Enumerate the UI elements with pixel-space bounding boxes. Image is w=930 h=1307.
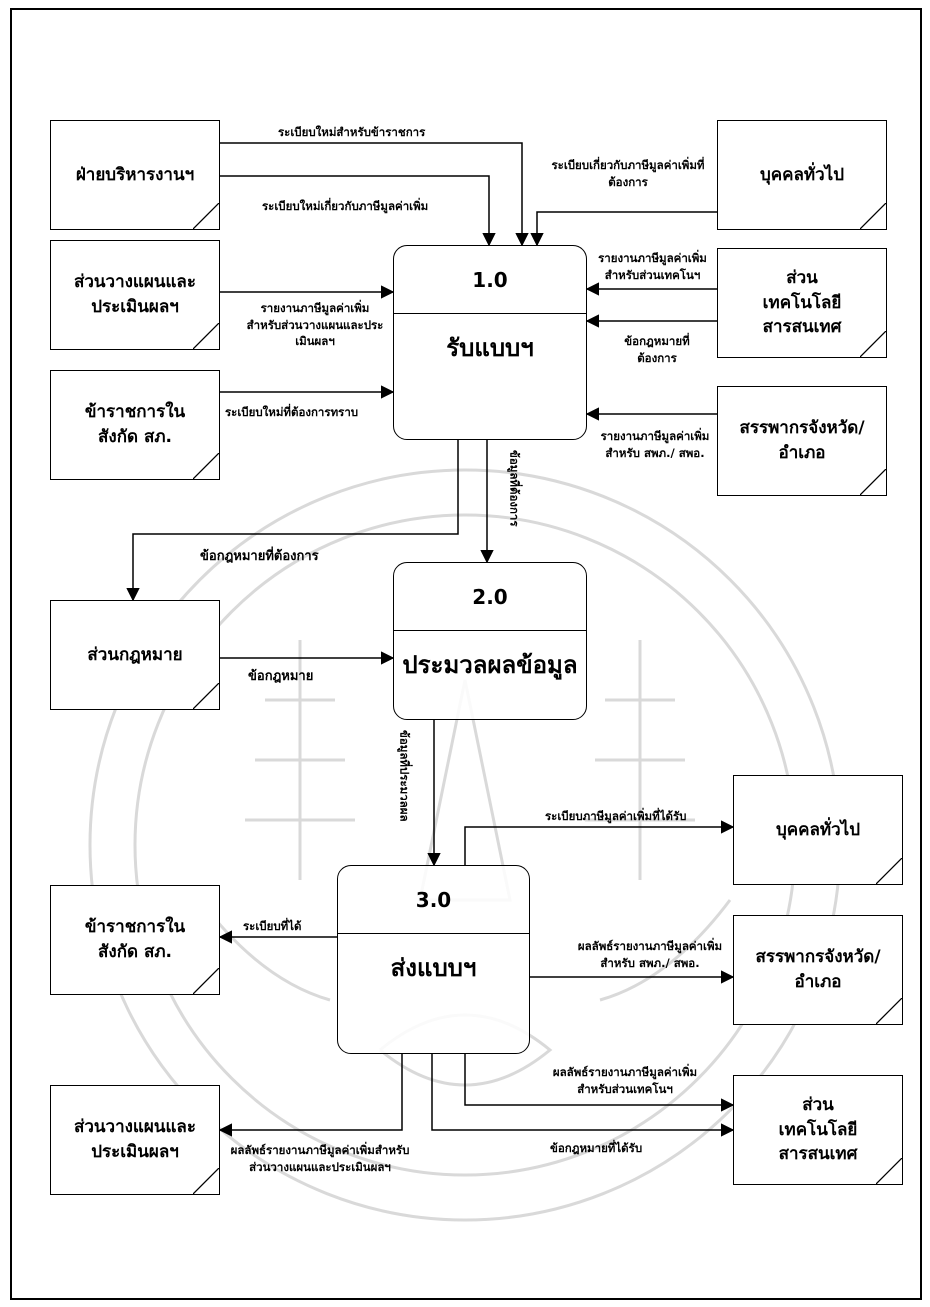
entity-planning-top-label: ส่วนวางแผนและประเมินผลฯ <box>74 272 196 317</box>
flow-label-p3-it-a: ผลลัพธ์รายงานภาษีมูลค่าเพิ่มสำหรับส่วนเท… <box>552 1065 698 1096</box>
process-1-name: รับแบบฯ <box>446 333 534 362</box>
flow-label-p3-planning: ผลลัพธ์รายงานภาษีมูลค่าเพิ่มสำหรับส่วนวา… <box>230 1143 410 1174</box>
entity-planning-bottom: ส่วนวางแผนและประเมินผลฯ <box>50 1085 220 1195</box>
entity-public-top-label: บุคคลทั่วไป <box>759 164 845 185</box>
page-frame <box>10 8 922 1300</box>
entity-public-top: บุคคลทั่วไป <box>717 120 887 230</box>
flow-label-officials-1: ระเบียบใหม่ที่ต้องการทราบ <box>225 405 359 419</box>
corner-mark-icon <box>860 331 886 357</box>
process-3-send: 3.0 ส่งแบบฯ <box>337 865 530 1054</box>
entity-revenue-bottom-label: สรรพากรจังหวัด/อำเภอ <box>755 947 881 992</box>
corner-mark-icon <box>193 683 219 709</box>
entity-legal: ส่วนกฎหมาย <box>50 600 220 710</box>
entity-public-bottom: บุคคลทั่วไป <box>733 775 903 885</box>
entity-officials-top: ข้าราชการในสังกัด สภ. <box>50 370 220 480</box>
process-3-divider <box>338 933 529 934</box>
entity-it-top-label: ส่วนเทคโนโลยีสารสนเทศ <box>762 268 842 338</box>
entity-officials-bottom-label: ข้าราชการในสังกัด สภ. <box>84 917 186 962</box>
process-3-name: ส่งแบบฯ <box>390 953 477 982</box>
process-2-id: 2.0 <box>472 584 508 609</box>
entity-revenue-top-label: สรรพากรจังหวัด/อำเภอ <box>739 418 865 463</box>
entity-revenue-bottom: สรรพากรจังหวัด/อำเภอ <box>733 915 903 1025</box>
process-2-divider <box>394 630 586 631</box>
corner-mark-icon <box>193 1168 219 1194</box>
corner-mark-icon <box>876 998 902 1024</box>
process-3-id: 3.0 <box>415 887 452 912</box>
entity-officials-bottom: ข้าราชการในสังกัด สภ. <box>50 885 220 995</box>
process-1-id: 1.0 <box>472 267 508 292</box>
entity-it-bottom-label: ส่วนเทคโนโลยีสารสนเทศ <box>778 1095 858 1165</box>
entity-it-bottom: ส่วนเทคโนโลยีสารสนเทศ <box>733 1075 903 1185</box>
flow-label-p1-p2: ข้อมูลที่ต้องการ <box>507 450 522 527</box>
process-1-receive: 1.0 รับแบบฯ <box>393 245 587 440</box>
entity-legal-label: ส่วนกฎหมาย <box>87 644 183 665</box>
corner-mark-icon <box>860 203 886 229</box>
flow-label-p1-legal: ข้อกฎหมายที่ต้องการ <box>200 549 319 564</box>
entity-admin: ฝ่ายบริหารงานฯ <box>50 120 220 230</box>
flow-label-public-1: ระเบียบเกี่ยวกับภาษีมูลค่าเพิ่มที่ต้องกา… <box>551 158 705 189</box>
corner-mark-icon <box>193 323 219 349</box>
flow-label-p3-officials: ระเบียบที่ได้ <box>243 919 302 933</box>
entity-planning-bottom-label: ส่วนวางแผนและประเมินผลฯ <box>74 1117 196 1162</box>
flow-label-admin-1: ระเบียบใหม่สำหรับข้าราชการ <box>278 125 426 139</box>
entity-revenue-top: สรรพากรจังหวัด/อำเภอ <box>717 386 887 496</box>
flow-label-p3-public: ระเบียบภาษีมูลค่าเพิ่มที่ได้รับ <box>545 809 687 823</box>
flow-label-it-1a: รายงานภาษีมูลค่าเพิ่มสำหรับส่วนเทคโนฯ <box>598 251 707 282</box>
flow-label-p3-it-b: ข้อกฎหมายที่ได้รับ <box>550 1141 643 1155</box>
flow-label-it-1b: ข้อกฎหมายที่ต้องการ <box>624 334 690 365</box>
flow-label-legal-p2: ข้อกฎหมาย <box>248 669 314 684</box>
entity-public-bottom-label: บุคคลทั่วไป <box>775 819 861 840</box>
entity-admin-label: ฝ่ายบริหารงานฯ <box>75 164 195 185</box>
corner-mark-icon <box>876 858 902 884</box>
flow-label-p2-p3: ข้อมูลที่ประมวลผล <box>397 730 412 822</box>
corner-mark-icon <box>193 203 219 229</box>
corner-mark-icon <box>193 968 219 994</box>
corner-mark-icon <box>193 453 219 479</box>
corner-mark-icon <box>876 1158 902 1184</box>
flow-label-revenue-1: รายงานภาษีมูลค่าเพิ่มสำหรับ สพภ./ สพอ. <box>600 429 710 460</box>
flow-label-planning-1: รายงานภาษีมูลค่าเพิ่มสำหรับส่วนวางแผนและ… <box>246 301 384 349</box>
flow-label-p3-revenue: ผลลัพธ์รายงานภาษีมูลค่าเพิ่มสำหรับ สพภ./… <box>577 939 723 970</box>
process-1-divider <box>394 313 586 314</box>
entity-officials-top-label: ข้าราชการในสังกัด สภ. <box>84 402 186 447</box>
entity-it-top: ส่วนเทคโนโลยีสารสนเทศ <box>717 248 887 358</box>
flow-label-admin-2: ระเบียบใหม่เกี่ยวกับภาษีมูลค่าเพิ่ม <box>262 199 429 213</box>
process-2-processing: 2.0 ประมวลผลข้อมูล <box>393 562 587 720</box>
corner-mark-icon <box>860 469 886 495</box>
process-2-name: ประมวลผลข้อมูล <box>402 650 578 679</box>
entity-planning-top: ส่วนวางแผนและประเมินผลฯ <box>50 240 220 350</box>
